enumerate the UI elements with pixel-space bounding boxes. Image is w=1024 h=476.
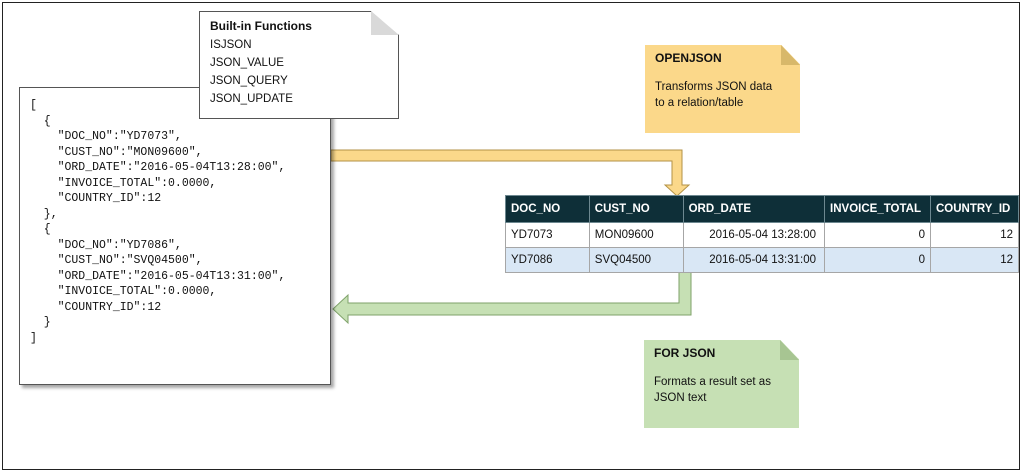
forjson-title: FOR JSON: [654, 346, 716, 360]
openjson-description-line: Transforms JSON data: [655, 81, 773, 93]
column-header-doc-no: DOC_NO: [505, 195, 590, 223]
cell-cust-no: SVQ04500: [588, 247, 684, 273]
json-line: "ORD_DATE":"2016-05-04T13:28:00",: [30, 161, 286, 174]
json-line: "ORD_DATE":"2016-05-04T13:31:00",: [30, 269, 286, 283]
json-line: "INVOICE_TOTAL":0.0000,: [30, 285, 217, 298]
column-header-invoice-total: INVOICE_TOTAL: [824, 195, 931, 223]
cell-cust-no: MON09600: [588, 222, 684, 248]
cell-doc-no: YD7073: [505, 222, 590, 248]
cell-ord-date: 2016-05-04 13:31:00: [682, 247, 826, 273]
json-line: {: [30, 114, 51, 128]
json-document-box: [ { "DOC_NO":"YD7073", "CUST_NO":"MON096…: [19, 87, 331, 385]
forjson-note: FOR JSON Formats a result set as JSON te…: [644, 340, 799, 428]
cell-doc-no: YD7086: [505, 247, 590, 273]
openjson-description-line: to a relation/table: [655, 97, 744, 109]
function-json-query: JSON_QUERY: [210, 75, 288, 87]
builtin-functions-note: Built-in Functions ISJSON JSON_VALUE JSO…: [199, 11, 399, 119]
table-header-row: DOC_NO CUST_NO ORD_DATE INVOICE_TOTAL CO…: [505, 195, 1020, 223]
json-line: "CUST_NO":"MON09600",: [30, 145, 203, 159]
openjson-note: OPENJSON Transforms JSON data to a relat…: [645, 45, 800, 133]
cell-country-id: 12: [929, 247, 1020, 273]
column-header-country-id: COUNTRY_ID: [929, 195, 1020, 223]
forjson-description: Formats a result set as JSON text: [654, 374, 789, 406]
json-line: },: [30, 207, 58, 221]
json-line: "DOC_NO":"YD7073",: [30, 130, 182, 143]
openjson-arrow: [330, 149, 691, 197]
connector-arrows: [330, 149, 692, 325]
cell-ord-date: 2016-05-04 13:28:00: [682, 222, 826, 248]
forjson-arrow: [332, 270, 692, 325]
json-line: "COUNTRY_ID":12: [30, 192, 162, 205]
openjson-description: Transforms JSON data to a relation/table: [655, 79, 790, 111]
forjson-description-line: JSON text: [654, 392, 707, 404]
column-header-cust-no: CUST_NO: [588, 195, 684, 223]
table-row: YD7073 MON09600 2016-05-04 13:28:00 0 12: [505, 222, 1020, 248]
forjson-description-line: Formats a result set as: [654, 376, 771, 388]
json-line: {: [30, 223, 51, 236]
json-line: "INVOICE_TOTAL":0.0000,: [30, 176, 217, 190]
json-line: }: [30, 316, 51, 329]
column-header-ord-date: ORD_DATE: [682, 195, 826, 223]
builtin-functions-title: Built-in Functions: [210, 19, 312, 33]
json-line: "COUNTRY_ID":12: [30, 300, 162, 314]
table-row: YD7086 SVQ04500 2016-05-04 13:31:00 0 12: [505, 247, 1020, 273]
diagram-canvas: [ { "DOC_NO":"YD7073", "CUST_NO":"MON096…: [2, 2, 1020, 470]
function-isjson: ISJSON: [210, 39, 252, 51]
openjson-title: OPENJSON: [655, 51, 722, 65]
json-line: "CUST_NO":"SVQ04500",: [30, 254, 203, 267]
function-json-value: JSON_VALUE: [210, 57, 284, 69]
json-line: ]: [30, 331, 37, 345]
result-table: DOC_NO CUST_NO ORD_DATE INVOICE_TOTAL CO…: [505, 195, 1020, 273]
json-line: [: [30, 99, 37, 112]
cell-invoice-total: 0: [824, 247, 931, 273]
json-line: "DOC_NO":"YD7086",: [30, 238, 182, 252]
function-json-update: JSON_UPDATE: [210, 93, 293, 105]
cell-country-id: 12: [929, 222, 1020, 248]
cell-invoice-total: 0: [824, 222, 931, 248]
